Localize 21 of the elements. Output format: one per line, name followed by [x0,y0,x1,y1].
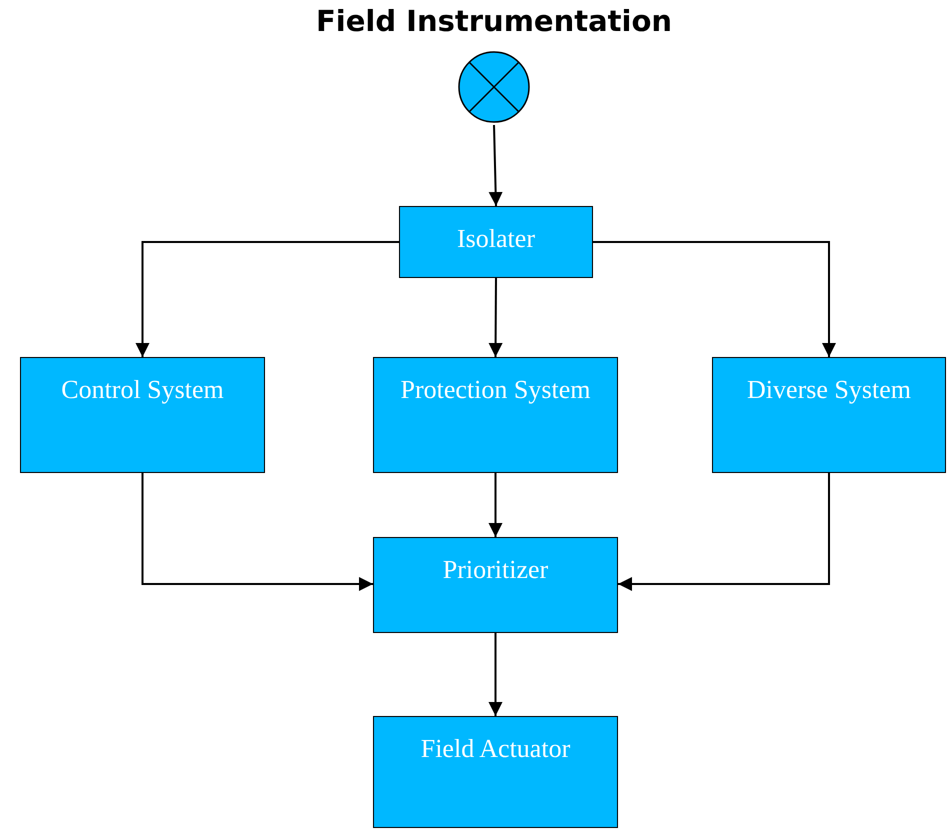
process-box [399,206,593,278]
heading: Field Instrumentation [314,3,674,40]
arrow [488,278,503,357]
arrow [488,124,503,206]
arrow [488,633,502,716]
box-label: Protection System [400,374,592,406]
box-label: Diverse System [746,374,912,406]
box-label: Field Actuator [420,733,572,765]
arrow [136,241,399,357]
process-box [20,357,265,473]
arrow [142,473,373,591]
box-label: Isolater [456,223,536,255]
process-box [373,716,618,828]
box-label: Control System [60,374,225,406]
arrow [593,241,836,357]
arrow [618,473,830,591]
box-label: Prioritizer [442,554,550,586]
process-box [712,357,946,473]
process-box [373,537,618,633]
arrow [488,473,502,537]
process-box [373,357,618,473]
